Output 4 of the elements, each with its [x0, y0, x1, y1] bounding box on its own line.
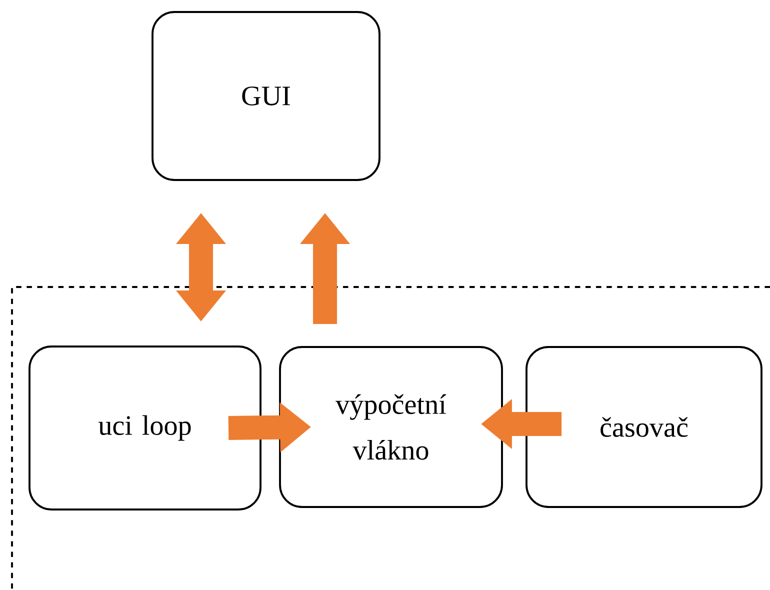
process-box: uci loop: [28, 346, 262, 510]
process-box: GUI: [152, 11, 380, 181]
process-box: časovač: [526, 346, 762, 508]
process-box: výpočetní vlákno: [279, 346, 503, 508]
